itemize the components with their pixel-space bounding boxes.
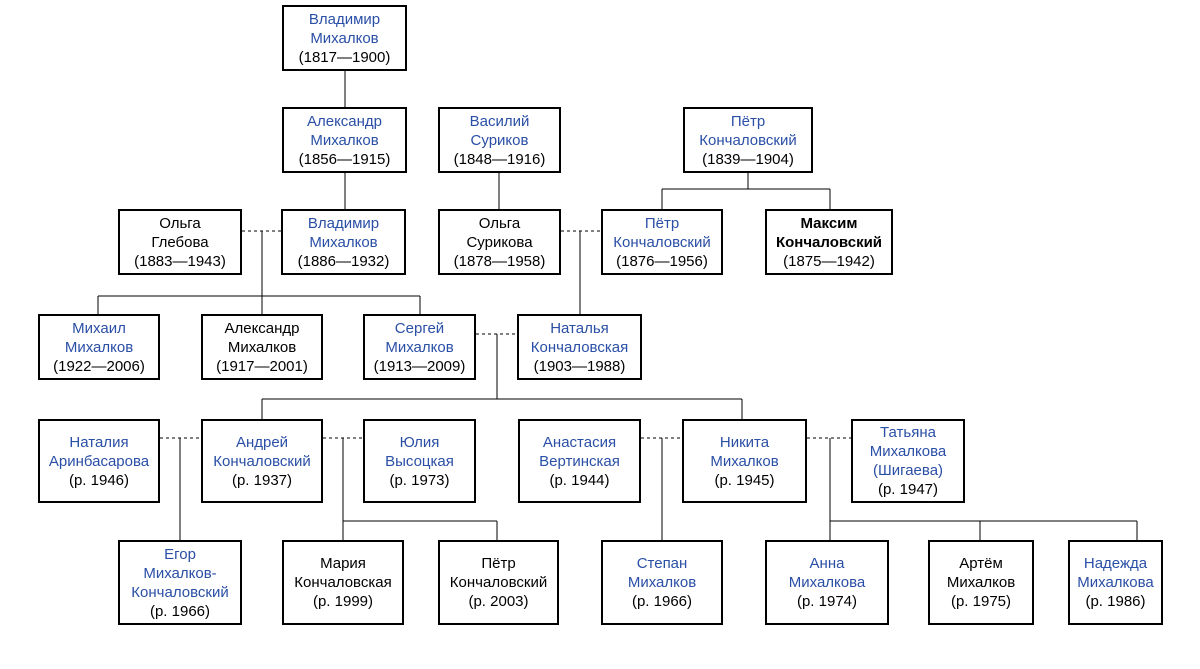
person-egor-mikhalkov-konchalovsky[interactable]: Егор Михалков- Кончаловский(р. 1966)	[118, 540, 242, 625]
person-tatyana-mikhalkova[interactable]: Татьяна Михалкова (Шигаева)(р. 1947)	[851, 419, 965, 503]
person-anna-mikhalkova[interactable]: Анна Михалкова(р. 1974)	[765, 540, 889, 625]
person-vasily-surikov[interactable]: Василий Суриков(1848—1916)	[438, 107, 561, 173]
person-yulia-vysotskaya[interactable]: Юлия Высоцкая(р. 1973)	[363, 419, 476, 503]
person-vladimir-mikhalkov-1886[interactable]: Владимир Михалков(1886—1932)	[281, 209, 406, 275]
person-aleksandr-mikhalkov-1856[interactable]: Александр Михалков(1856—1915)	[282, 107, 407, 173]
person-aleksandr-mikhalkov-1917: Александр Михалков(1917—2001)	[201, 314, 323, 380]
person-anastasia-vertinskaya[interactable]: Анастасия Вертинская(р. 1944)	[518, 419, 641, 503]
person-olga-glebova: Ольга Глебова(1883—1943)	[118, 209, 242, 275]
person-petr-konchalovsky-1876[interactable]: Пётр Кончаловский(1876—1956)	[601, 209, 723, 275]
person-artem-mikhalkov: Артём Михалков(р. 1975)	[928, 540, 1034, 625]
person-natalya-konchalovskaya[interactable]: Наталья Кончаловская(1903—1988)	[517, 314, 642, 380]
person-nadezhda-mikhalkova[interactable]: Надежда Михалкова(р. 1986)	[1068, 540, 1163, 625]
person-andrey-konchalovsky[interactable]: Андрей Кончаловский(р. 1937)	[201, 419, 323, 503]
person-petr-konchalovsky-1839[interactable]: Пётр Кончаловский(1839—1904)	[683, 107, 813, 173]
person-olga-surikova: Ольга Сурикова(1878—1958)	[438, 209, 561, 275]
person-petr-konchalovsky-2003: Пётр Кончаловский(р. 2003)	[438, 540, 559, 625]
person-stepan-mikhalkov[interactable]: Степан Михалков(р. 1966)	[601, 540, 723, 625]
person-maria-konchalovskaya: Мария Кончаловская(р. 1999)	[282, 540, 404, 625]
person-vladimir-mikhalkov-1817[interactable]: Владимир Михалков(1817—1900)	[282, 5, 407, 71]
person-maksim-konchalovsky: Максим Кончаловский(1875—1942)	[765, 209, 893, 275]
person-nikita-mikhalkov[interactable]: Никита Михалков(р. 1945)	[682, 419, 807, 503]
person-mikhail-mikhalkov[interactable]: Михаил Михалков(1922—2006)	[38, 314, 160, 380]
person-natalia-arinbasarova[interactable]: Наталия Аринбасарова(р. 1946)	[38, 419, 160, 503]
person-sergey-mikhalkov[interactable]: Сергей Михалков(1913—2009)	[363, 314, 476, 380]
